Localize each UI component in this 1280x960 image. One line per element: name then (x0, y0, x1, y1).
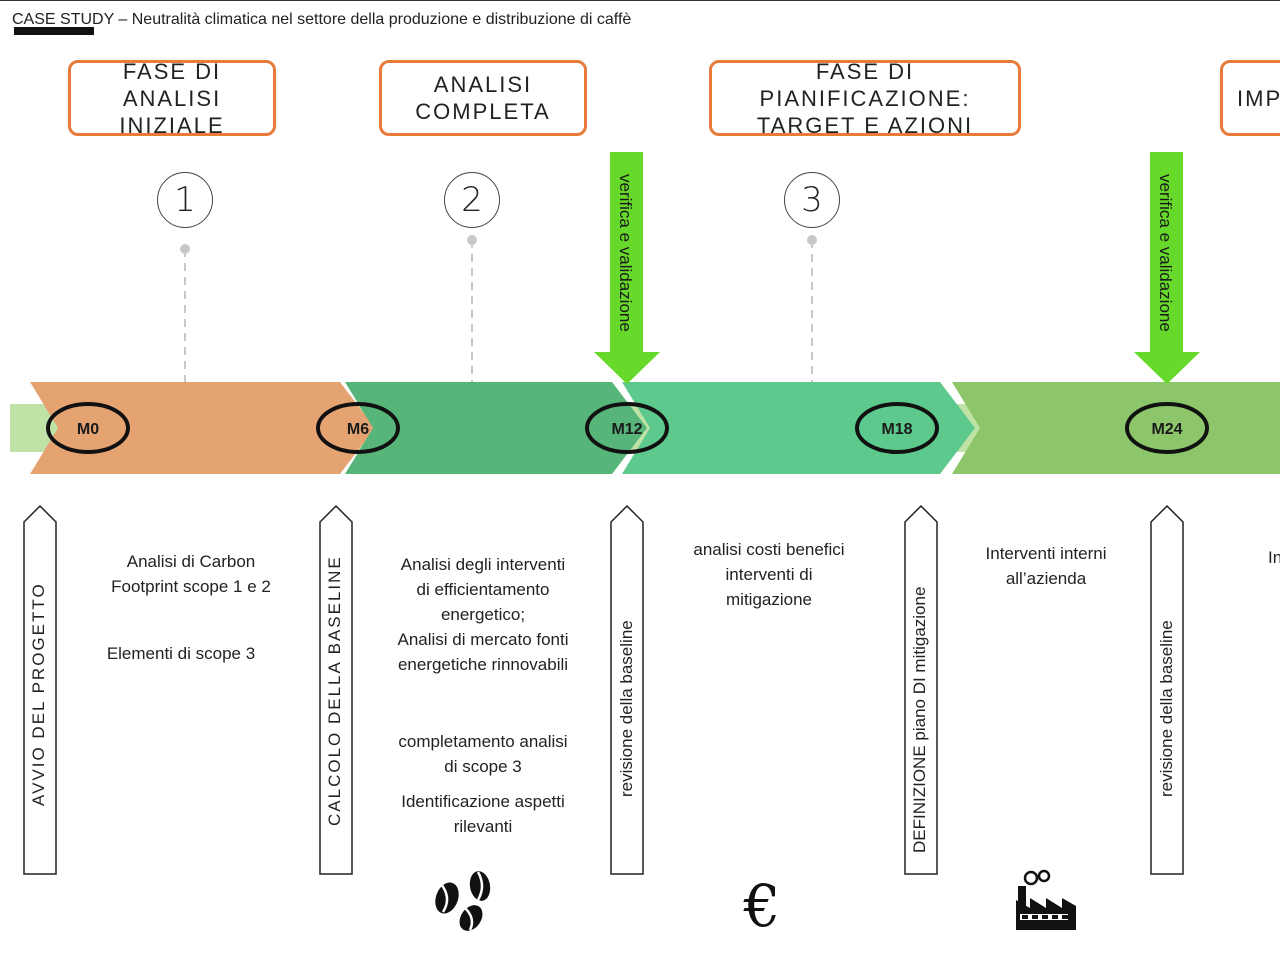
coffee-beans-icon (435, 871, 491, 931)
arrow-box-revisione-2 (1150, 504, 1184, 875)
milestone-m24: M24 (1125, 402, 1209, 454)
connector-2-top-dot (467, 235, 477, 245)
euro-icon: € (743, 872, 781, 940)
phase-box-pianificazione: FASE DI PIANIFICAZIONE: TARGET E AZIONI (709, 59, 1021, 138)
svg-text:€: € (743, 872, 781, 940)
arrow-box-calcolo (319, 504, 353, 875)
label-revisione-baseline-1: revisione della baseline (617, 620, 636, 797)
milestone-m18: M18 (855, 402, 939, 454)
connector-3-top-dot (807, 235, 817, 245)
verification-label-m12: verifica e validazione (616, 174, 635, 332)
label-revisione-baseline-2: revisione della baseline (1157, 620, 1176, 797)
desc-efficientamento: Analisi degli interventi di efficientame… (397, 555, 569, 674)
redaction-mark (14, 27, 94, 35)
step-connectors (180, 235, 817, 404)
desc-interventi-interni: Interventi interni all’azienda (985, 544, 1107, 588)
phase-box-analisi-iniziale: FASE DI ANALISI INIZIALE (68, 59, 276, 138)
arrow-box-definizione (904, 504, 938, 875)
chevron-segment-2 (345, 382, 647, 474)
verification-arrow-m12 (594, 152, 660, 384)
arrow-box-avvio (23, 504, 57, 875)
milestone-m12: M12 (585, 402, 669, 454)
milestone-label-m24: M24 (1151, 421, 1182, 438)
milestone-m0: M0 (46, 402, 130, 454)
page-title: CASE STUDY – Neutralità climatica nel se… (12, 11, 632, 28)
chevron-segment-3 (622, 382, 975, 474)
step-1-circle: 1 (157, 172, 213, 228)
desc-truncated: In (1268, 548, 1280, 567)
milestone-label-m18: M18 (881, 421, 912, 438)
chevron-segment-1 (30, 382, 375, 474)
milestone-label-m6: M6 (347, 421, 369, 438)
desc-carbon-footprint: Analisi di Carbon Footprint scope 1 e 2 (111, 552, 271, 596)
milestone-label-m0: M0 (77, 421, 99, 438)
desc-costi-benefici: analisi costi benefici interventi di mit… (693, 540, 845, 609)
arrow-box-revisione-1 (610, 504, 644, 875)
desc-scope3-elements: Elementi di scope 3 (106, 644, 256, 663)
phase-box-analisi-completa: ANALISI COMPLETA (379, 60, 587, 136)
milestone-label-m12: M12 (611, 421, 642, 438)
step-3-circle: 3 (784, 172, 840, 228)
step-2-circle: 2 (444, 172, 500, 228)
verification-label-m24: verifica e validazione (1156, 174, 1175, 332)
phase-box-implementazione: IMP (1220, 60, 1280, 136)
label-calcolo-baseline: CALCOLO DELLA BASELINE (325, 555, 344, 826)
header-bar: CASE STUDY – Neutralità climatica nel se… (0, 0, 1280, 41)
chevron-segment-4 (952, 382, 1280, 474)
desc-completamento-scope3: completamento analisi di scope 3 (398, 732, 568, 776)
desc-aspetti-rilevanti: Identificazione aspetti rilevanti (401, 792, 565, 836)
label-definizione-piano: DEFINIZIONE piano DI mitigazione (910, 586, 929, 853)
connector-1-top-dot (180, 244, 190, 254)
label-avvio-progetto: AVVIO DEL PROGETTO (29, 582, 48, 806)
factory-icon (1016, 869, 1076, 930)
milestone-m6: M6 (316, 402, 400, 454)
verification-arrow-m24 (1134, 152, 1200, 384)
